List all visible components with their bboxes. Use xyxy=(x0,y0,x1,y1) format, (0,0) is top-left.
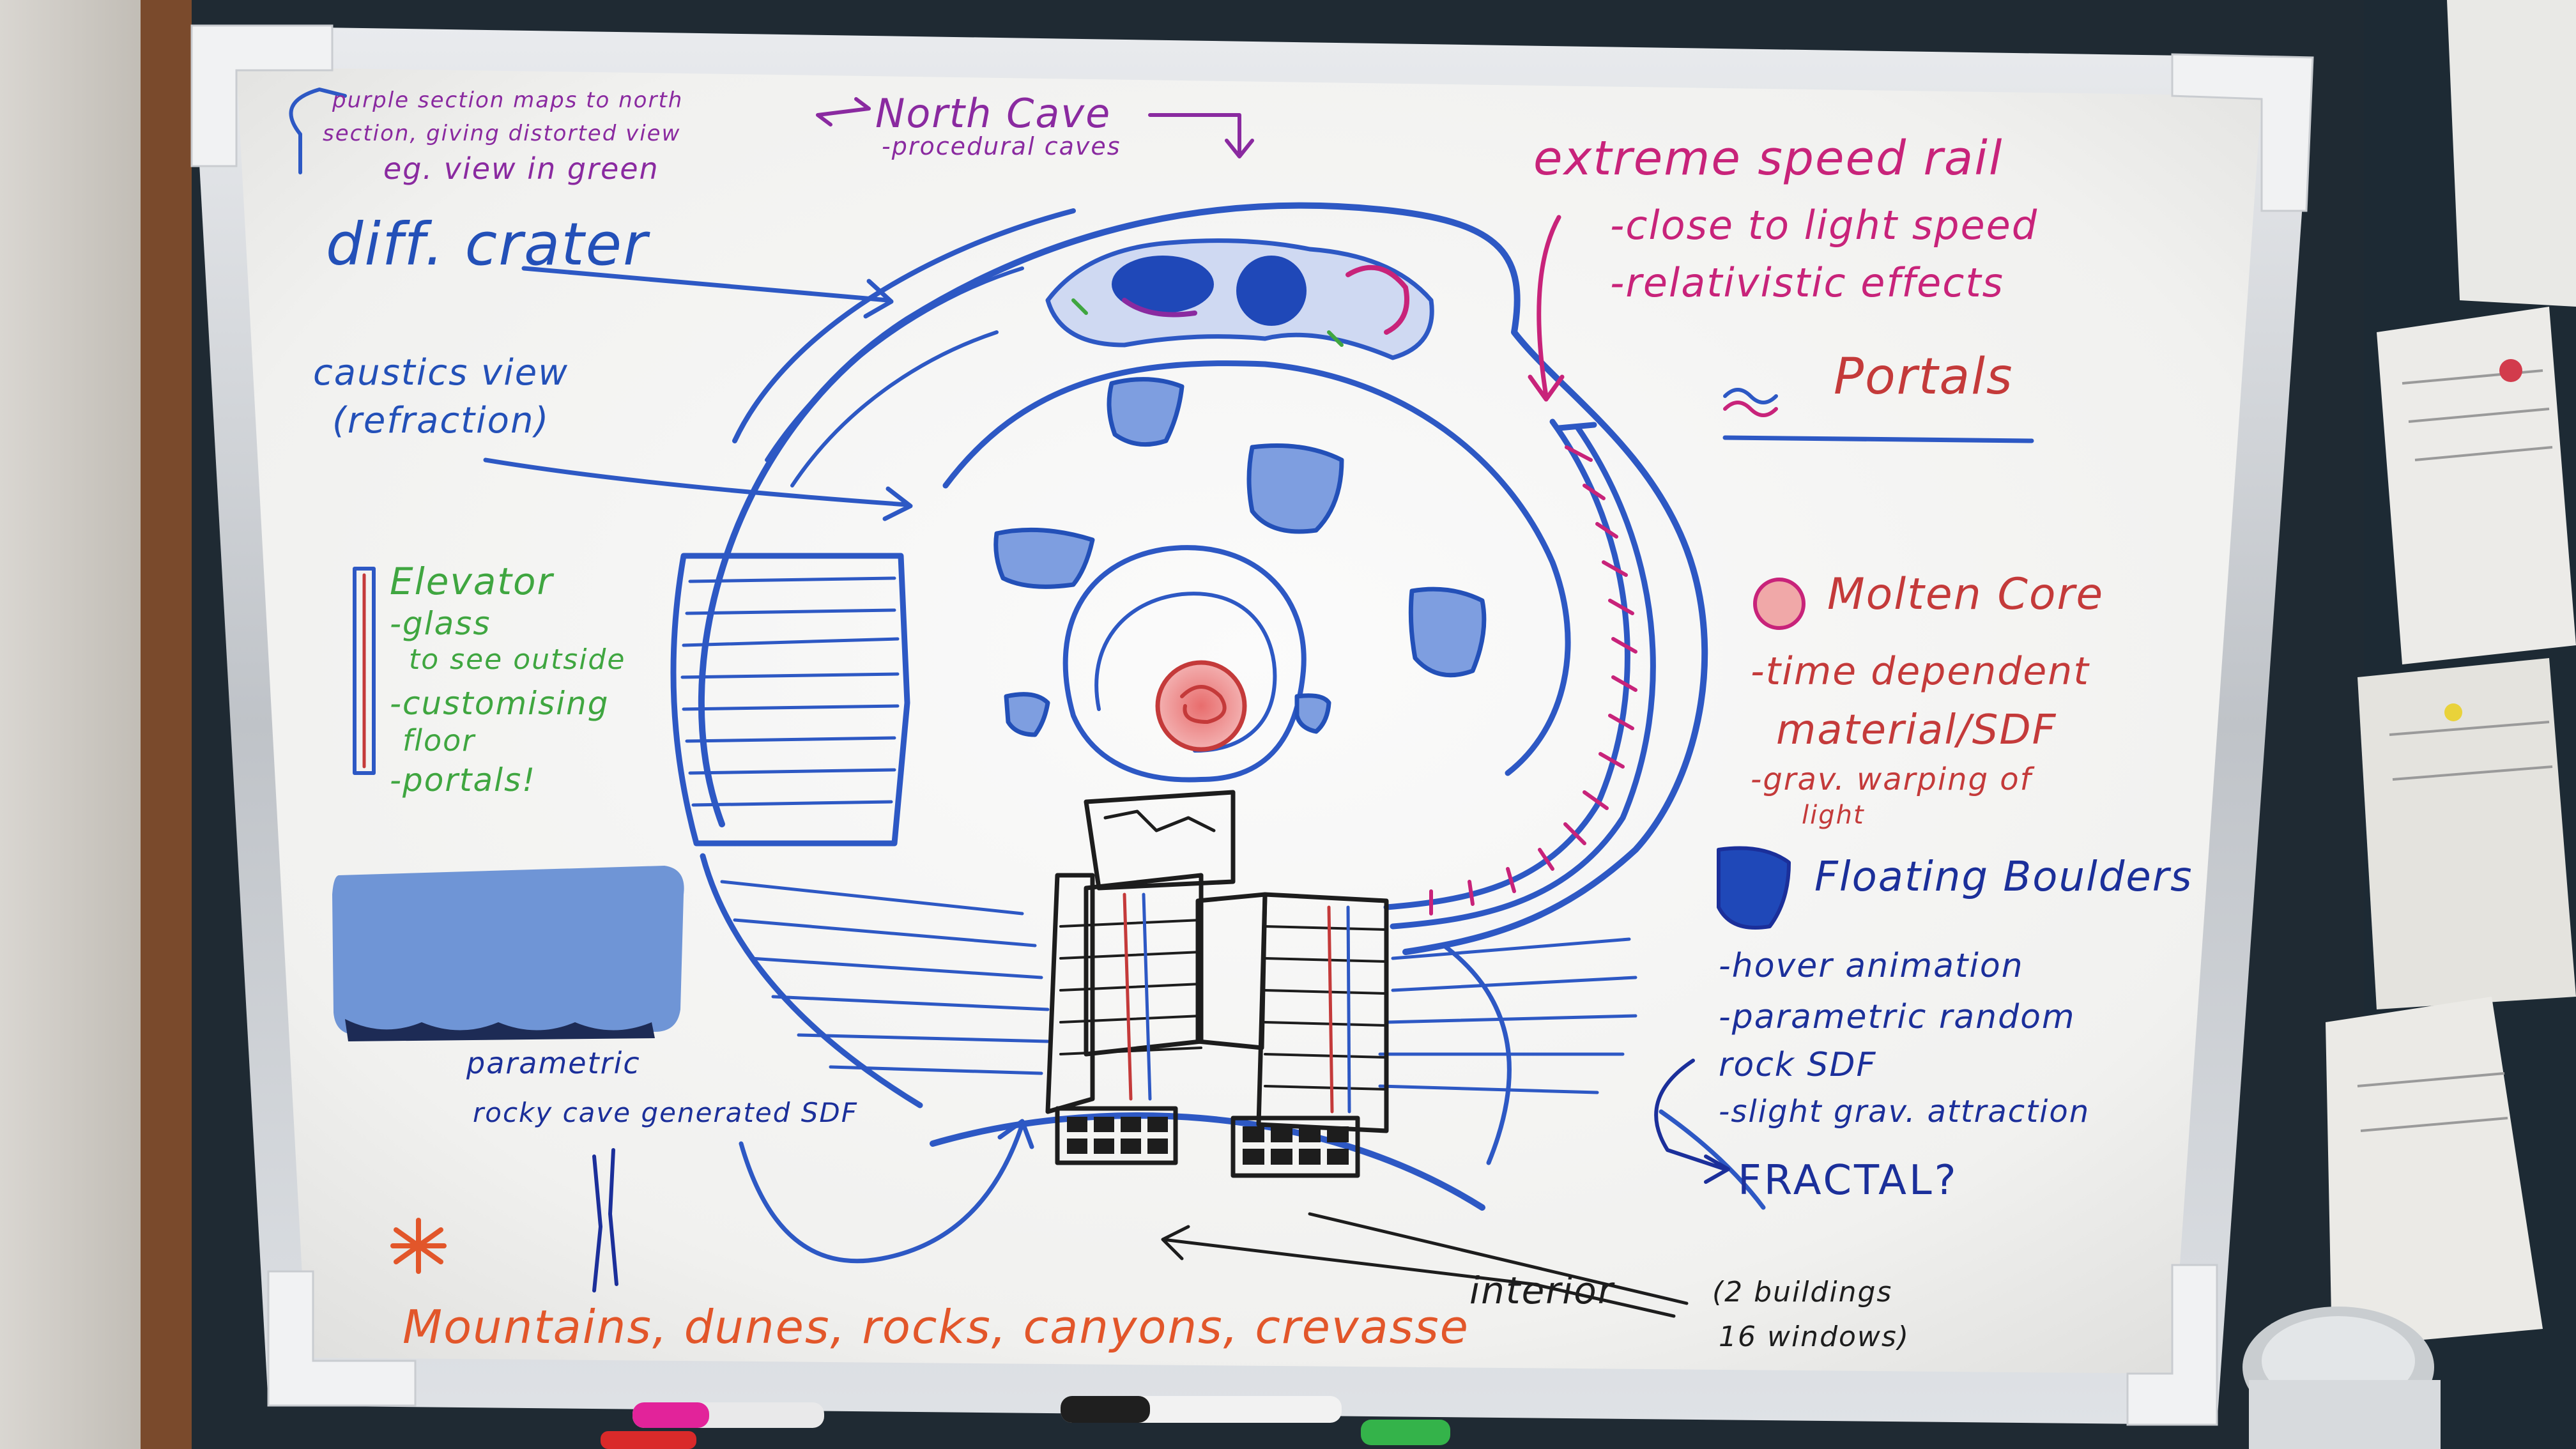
note-boulders-2: -hover animation xyxy=(1719,947,2024,985)
note-elevator-3: to see outside xyxy=(409,643,626,676)
buildings-drawing xyxy=(1045,790,1389,1178)
note-interior-3: 16 windows) xyxy=(1719,1321,1910,1353)
note-portals: Portals xyxy=(1834,348,2014,406)
note-parametric-2: rocky cave generated SDF xyxy=(473,1097,858,1128)
north-cave-drawing xyxy=(1045,238,1434,360)
boulder-icon xyxy=(1717,846,1791,930)
note-elevator-1: Elevator xyxy=(390,560,554,603)
note-top-left-1: purple section maps to north xyxy=(332,88,684,113)
speed-rail-ties xyxy=(1429,445,1637,916)
molten-core-icon xyxy=(1753,578,1805,630)
markers xyxy=(601,1396,1450,1449)
note-north-cave-sub: -procedural caves xyxy=(882,132,1121,160)
note-elevator-2: -glass xyxy=(390,605,491,642)
portal-icon xyxy=(1723,388,1778,404)
note-interior-2: (2 buildings xyxy=(1712,1276,1893,1308)
note-molten-3: material/SDF xyxy=(1776,707,2057,754)
note-boulders-6: FRACTAL? xyxy=(1738,1157,1959,1204)
interior-arrows xyxy=(1161,1212,1689,1318)
note-diff-crater: diff. crater xyxy=(326,210,648,279)
receipts xyxy=(2326,0,2576,1348)
note-bottom-line: Mountains, dunes, rocks, canyons, crevas… xyxy=(402,1300,1469,1354)
note-boulders-4: rock SDF xyxy=(1719,1046,1877,1084)
note-extreme-2: -close to light speed xyxy=(1610,202,2039,249)
note-top-left-2: section, giving distorted view xyxy=(323,121,681,146)
note-caustics-2: (refraction) xyxy=(332,400,550,441)
note-interior-1: interior xyxy=(1469,1269,1614,1312)
note-elevator-4: -customising xyxy=(390,685,610,722)
note-top-left-3: eg. view in green xyxy=(383,151,659,186)
note-molten-1: Molten Core xyxy=(1827,569,2104,620)
note-north-cave: North Cave xyxy=(875,90,1112,137)
floating-boulders xyxy=(993,377,1487,737)
star-icon xyxy=(390,1218,447,1274)
note-molten-2: -time dependent xyxy=(1751,649,2090,694)
note-boulders-5: -slight grav. attraction xyxy=(1719,1094,2090,1130)
note-molten-5: light xyxy=(1802,801,1865,830)
note-elevator-5: floor xyxy=(402,723,476,758)
eraser xyxy=(332,866,684,1041)
note-elevator-6: -portals! xyxy=(390,762,537,799)
speed-rail-arrow xyxy=(1528,215,1565,402)
note-parametric-1: parametric xyxy=(466,1046,641,1080)
note-boulders-1: Floating Boulders xyxy=(1814,854,2193,901)
board-surface xyxy=(236,67,2262,1374)
note-caustics-1: caustics view xyxy=(313,352,569,394)
note-extreme-3: -relativistic effects xyxy=(1610,259,2004,306)
note-molten-4: -grav. warping of xyxy=(1751,762,2032,797)
note-extreme-1: extreme speed rail xyxy=(1533,131,2004,186)
soda-can xyxy=(2242,1307,2441,1449)
arrows xyxy=(483,266,1766,1264)
molten-core-drawing xyxy=(1155,660,1247,752)
note-boulders-3: -parametric random xyxy=(1719,998,2076,1036)
